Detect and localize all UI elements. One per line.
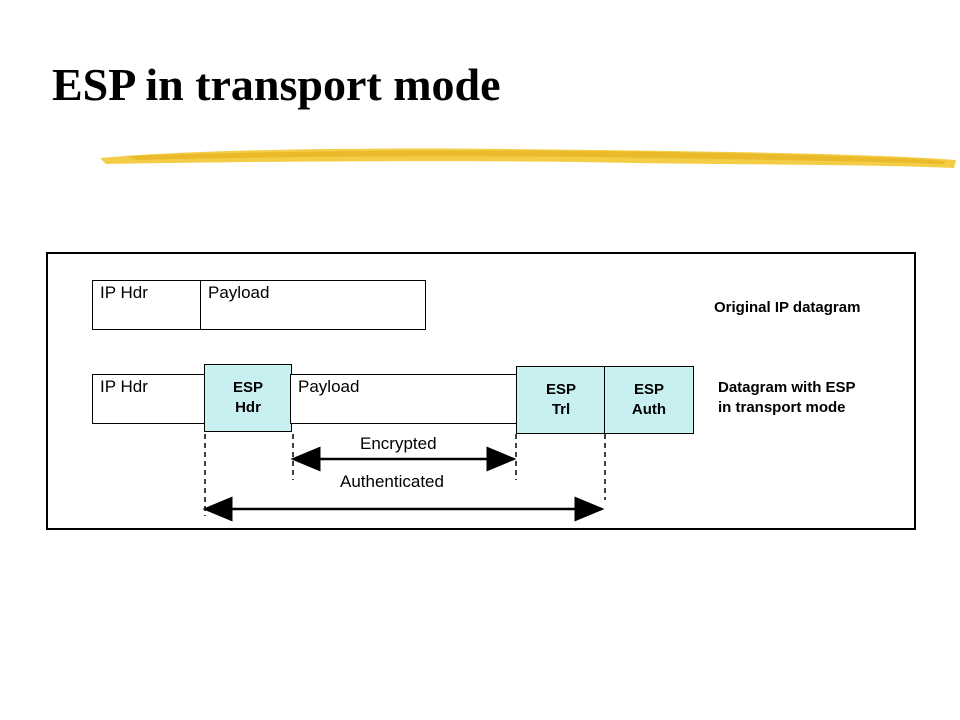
coverage-arrows: [202, 434, 606, 522]
slide-title: ESP in transport mode: [52, 59, 501, 110]
esp-ip-hdr-field: IP Hdr: [92, 374, 208, 424]
diagram-frame: IP Hdr Payload Original IP datagram IP H…: [46, 252, 916, 530]
original-ip-hdr-field: IP Hdr: [92, 280, 202, 330]
original-ip-hdr-label: IP Hdr: [100, 283, 148, 302]
esp-datagram-label: Datagram with ESP in transport mode: [718, 378, 856, 418]
esp-auth-line2: Auth: [631, 401, 667, 418]
esp-payload-field: Payload: [290, 374, 518, 424]
esp-trl-line2: Trl: [551, 401, 571, 418]
authenticated-label: Authenticated: [340, 472, 444, 491]
esp-datagram-label-line2: in transport mode: [718, 399, 846, 416]
esp-payload-label: Payload: [298, 377, 360, 396]
esp-auth-block: ESP Auth: [604, 366, 694, 434]
esp-trl-block: ESP Trl: [516, 366, 606, 434]
esp-hdr-line2: Hdr: [235, 399, 261, 416]
original-datagram-label: Original IP datagram: [714, 299, 861, 316]
esp-trl-line1: ESP: [545, 381, 576, 398]
esp-hdr-block: ESP Hdr: [204, 364, 292, 432]
original-payload-label: Payload: [208, 283, 270, 302]
esp-auth-line1: ESP: [633, 381, 664, 398]
esp-hdr-line1: ESP: [232, 379, 263, 396]
original-payload-field: Payload: [200, 280, 426, 330]
highlighter-stroke: [100, 148, 956, 168]
encrypted-label: Encrypted: [360, 434, 437, 453]
esp-ip-hdr-label: IP Hdr: [100, 377, 148, 396]
esp-datagram-label-line1: Datagram with ESP: [718, 379, 856, 396]
